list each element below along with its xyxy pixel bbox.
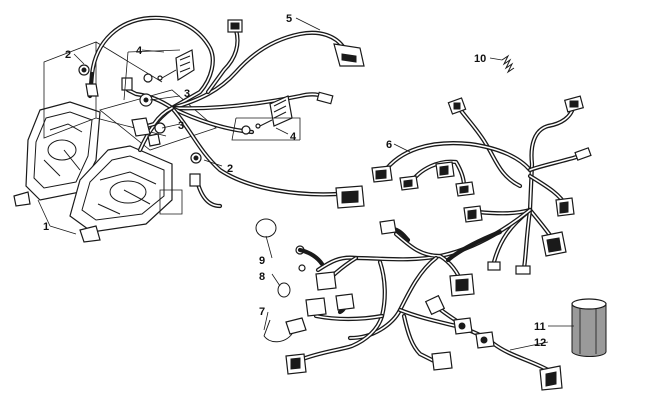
ring-clamp [255,218,277,238]
harness-connector-main [335,185,365,209]
main-harness-connectors [285,95,592,391]
callout-10: 10 [474,53,486,65]
protective-sleeve [571,298,607,357]
harness-connector-5 [333,43,365,67]
callout-1: 1 [43,221,49,233]
callout-12: 12 [534,337,546,349]
callout-2-bottom: 2 [227,163,233,175]
callout-11: 11 [534,321,546,333]
callout-2-top: 2 [65,49,71,61]
spring-part [501,54,515,74]
callout-5: 5 [286,13,292,25]
small-plug-center [316,91,334,105]
clip-ring [277,282,291,298]
callout-6: 6 [386,139,392,151]
callout-leaders [37,17,574,351]
bulb-socket-left [78,49,195,107]
wire-boot-part [263,317,307,343]
callout-4-top: 4 [136,45,143,57]
callout-3-bottom: 3 [178,120,184,132]
headlight-right [69,145,173,243]
callout-8: 8 [259,271,265,283]
callout-3-top: 3 [184,88,190,100]
bulb-socket-right [131,95,293,187]
callout-4-bottom: 4 [290,131,297,143]
callout-7: 7 [259,306,265,318]
callout-9: 9 [259,255,265,267]
harness-connector-top [227,19,243,33]
